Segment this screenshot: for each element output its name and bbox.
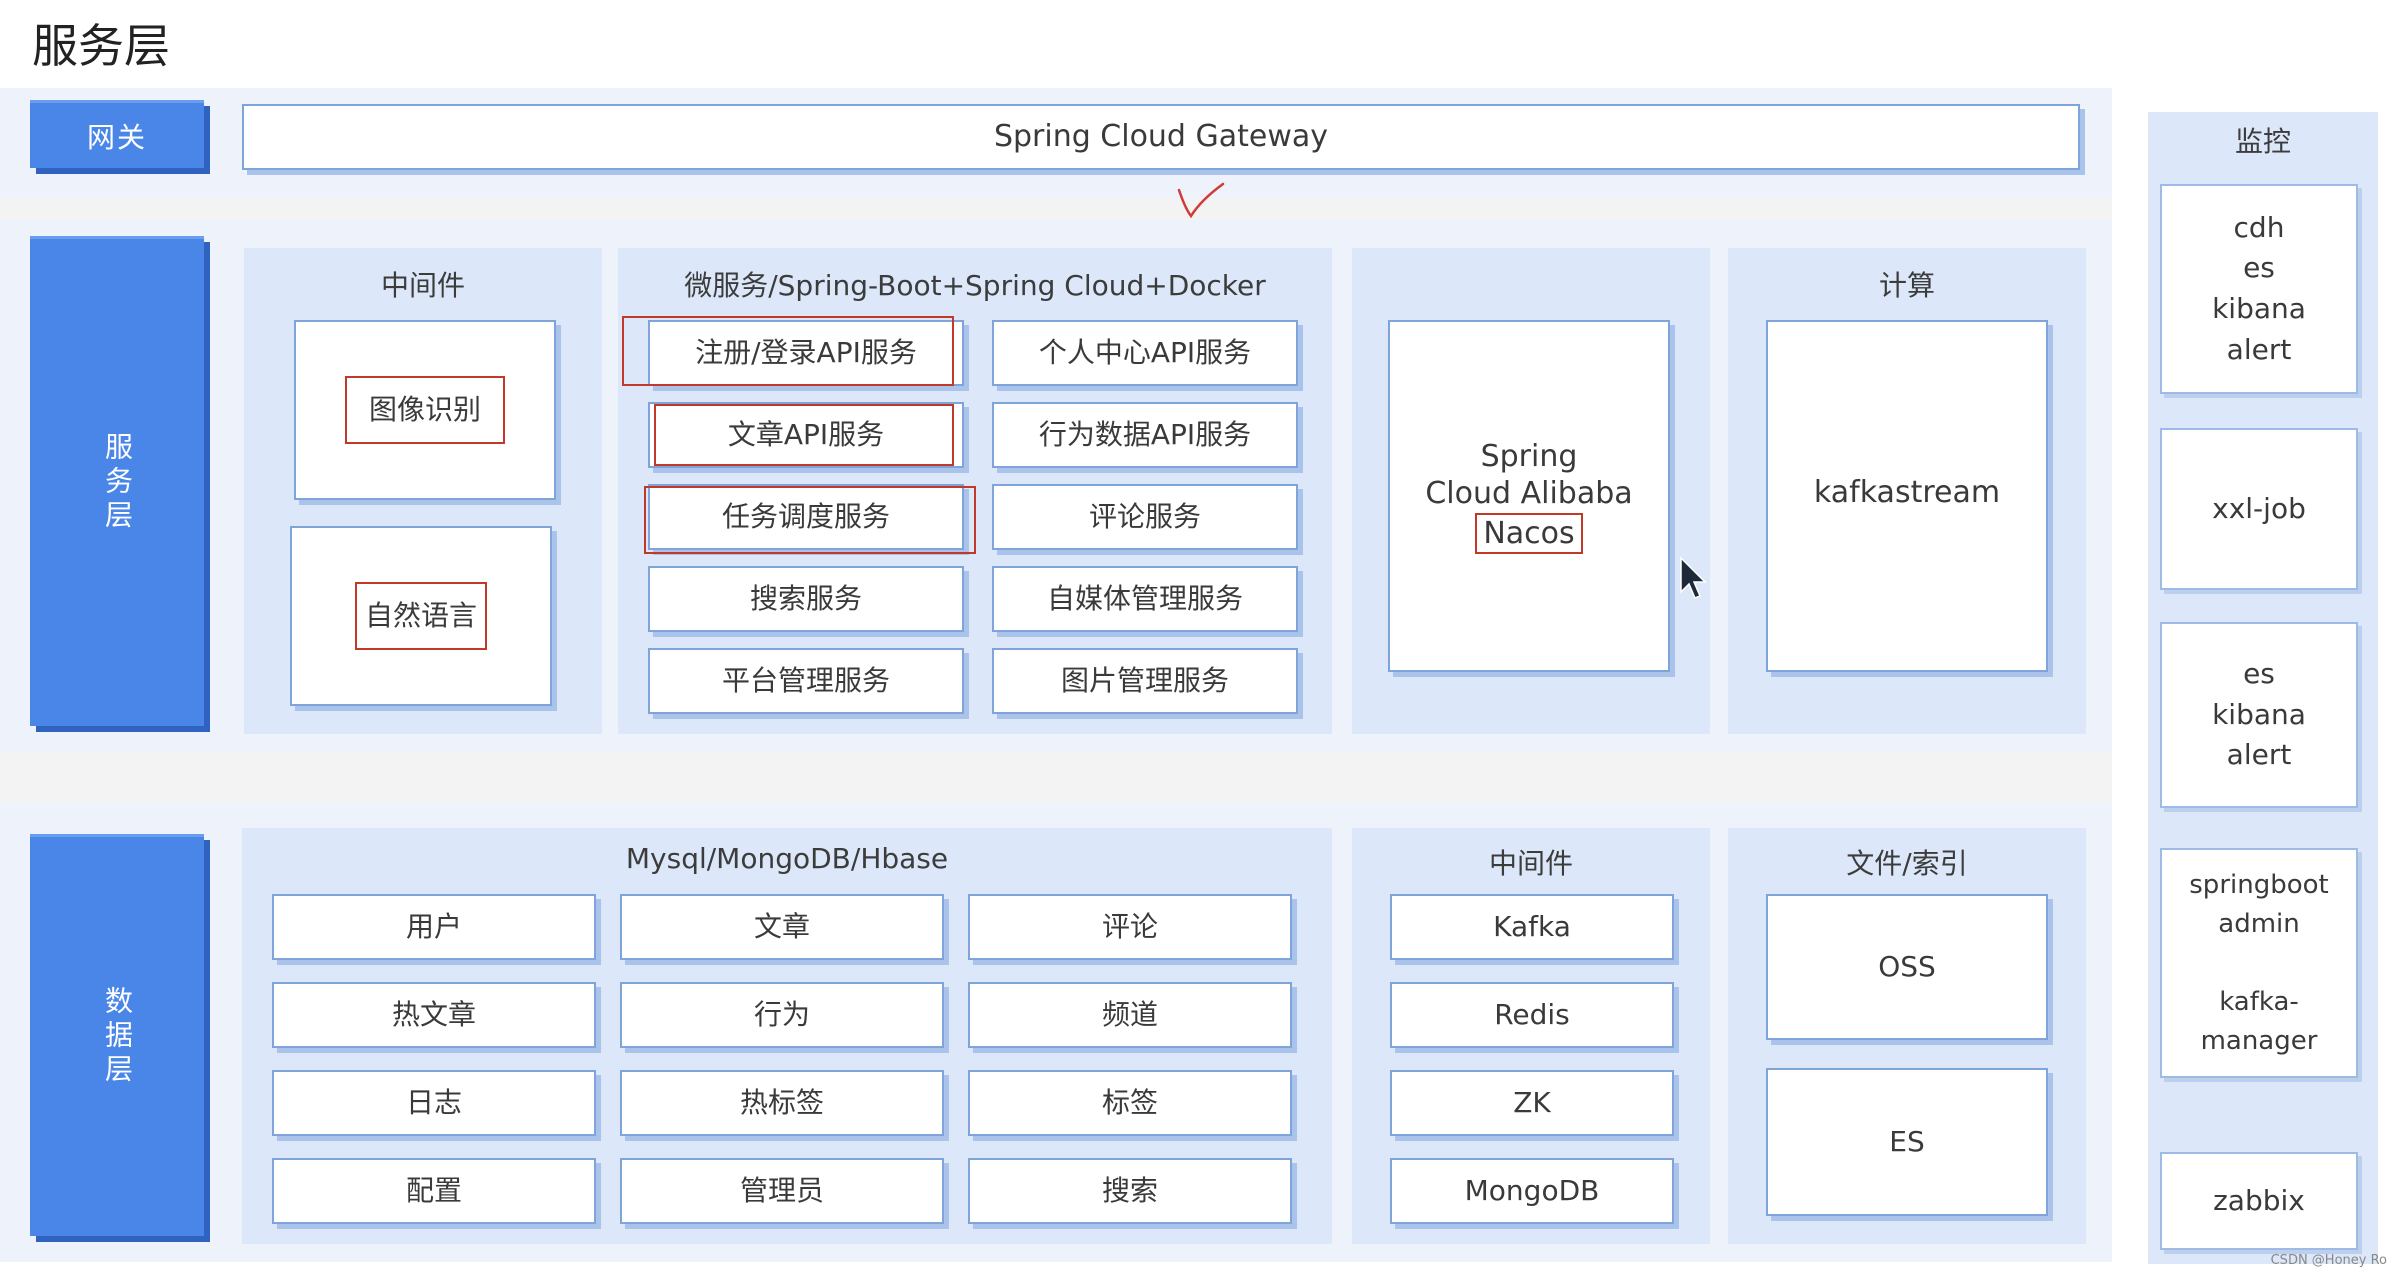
db-table-log: 日志 bbox=[272, 1070, 596, 1136]
behavior-api-service: 行为数据API服务 bbox=[992, 402, 1298, 468]
monitor-zabbix: zabbix bbox=[2160, 1152, 2358, 1250]
db-table-hot-tag: 热标签 bbox=[620, 1070, 944, 1136]
compute-panel: 计算 kafkastream bbox=[1728, 248, 2086, 734]
panel-title: 中间件 bbox=[1488, 847, 1573, 880]
service-layer-label: 服务层 bbox=[30, 236, 204, 726]
panel-title: 中间件 bbox=[380, 269, 465, 302]
db-table-channel: 频道 bbox=[968, 982, 1292, 1048]
db-table-comment: 评论 bbox=[968, 894, 1292, 960]
task-scheduler-service: 任务调度服务 bbox=[648, 484, 964, 550]
page-title: 服务层 bbox=[32, 19, 170, 73]
data-middleware-panel: 中间件 Kafka Redis ZK MongoDB bbox=[1352, 828, 1710, 1244]
db-table-admin: 管理员 bbox=[620, 1158, 944, 1224]
db-table-search: 搜索 bbox=[968, 1158, 1292, 1224]
watermark: CSDN @Honey Ro bbox=[2270, 1253, 2387, 1268]
db-table-hot-article: 热文章 bbox=[272, 982, 596, 1048]
pen-check-mark bbox=[1177, 182, 1225, 219]
middleware-panel: 中间件 图像识别 自然语言 bbox=[244, 248, 602, 734]
comment-service: 评论服务 bbox=[992, 484, 1298, 550]
microservices-panel: 微服务/Spring-Boot+Spring Cloud+Docker 注册/登… bbox=[618, 248, 1332, 734]
highlight-frame bbox=[654, 404, 954, 466]
redis-box: Redis bbox=[1390, 982, 1674, 1048]
db-table-config: 配置 bbox=[272, 1158, 596, 1224]
kafka-box: Kafka bbox=[1390, 894, 1674, 960]
image-recognition-box: 图像识别 bbox=[294, 320, 556, 500]
oss-box: OSS bbox=[1766, 894, 2048, 1040]
article-api-service: 文章API服务 bbox=[648, 402, 964, 468]
search-service: 搜索服务 bbox=[648, 566, 964, 632]
monitor-es-kibana-alert: es kibana alert bbox=[2160, 622, 2358, 808]
panel-title: Mysql/MongoDB/Hbase bbox=[625, 842, 949, 875]
platform-management-service: 平台管理服务 bbox=[648, 648, 964, 714]
spring-cloud-gateway-box: Spring Cloud Gateway bbox=[242, 104, 2080, 170]
db-table-article: 文章 bbox=[620, 894, 944, 960]
files-index-panel: 文件/索引 OSS ES bbox=[1728, 828, 2086, 1244]
db-table-behavior: 行为 bbox=[620, 982, 944, 1048]
monitor-cdh-es-kibana-alert: cdh es kibana alert bbox=[2160, 184, 2358, 394]
panel-title: 微服务/Spring-Boot+Spring Cloud+Docker bbox=[684, 269, 1266, 302]
zk-box: ZK bbox=[1390, 1070, 1674, 1136]
mongodb-box: MongoDB bbox=[1390, 1158, 1674, 1224]
kafkastream-box: kafkastream bbox=[1766, 320, 2048, 672]
separator-band bbox=[0, 198, 2112, 220]
monitor-panel: 监控 cdh es kibana alert xxl-job es kibana… bbox=[2148, 112, 2378, 1264]
database-panel: Mysql/MongoDB/Hbase 用户 文章 评论 热文章 行为 频道 日… bbox=[242, 828, 1332, 1244]
monitor-xxl-job: xxl-job bbox=[2160, 428, 2358, 590]
es-box: ES bbox=[1766, 1068, 2048, 1216]
gateway-layer-label: 网关 bbox=[30, 100, 204, 168]
profile-api-service: 个人中心API服务 bbox=[992, 320, 1298, 386]
nacos-box: Spring Cloud Alibaba Nacos bbox=[1388, 320, 1670, 672]
highlight-frame bbox=[644, 486, 976, 554]
nlp-box: 自然语言 bbox=[290, 526, 552, 706]
media-management-service: 自媒体管理服务 bbox=[992, 566, 1298, 632]
highlight-frame bbox=[622, 316, 954, 386]
data-layer-label: 数据层 bbox=[30, 834, 204, 1236]
db-table-user: 用户 bbox=[272, 894, 596, 960]
db-table-tag: 标签 bbox=[968, 1070, 1292, 1136]
monitor-title: 监控 bbox=[2234, 125, 2291, 158]
monitor-springboot-admin-kafka-manager: springboot admin kafka- manager bbox=[2160, 848, 2358, 1078]
separator-band bbox=[0, 752, 2112, 802]
image-management-service: 图片管理服务 bbox=[992, 648, 1298, 714]
panel-title: 计算 bbox=[1878, 269, 1935, 302]
registry-panel: Spring Cloud Alibaba Nacos bbox=[1352, 248, 1710, 734]
mouse-cursor-icon bbox=[1680, 556, 1707, 599]
panel-title: 文件/索引 bbox=[1846, 847, 1968, 880]
